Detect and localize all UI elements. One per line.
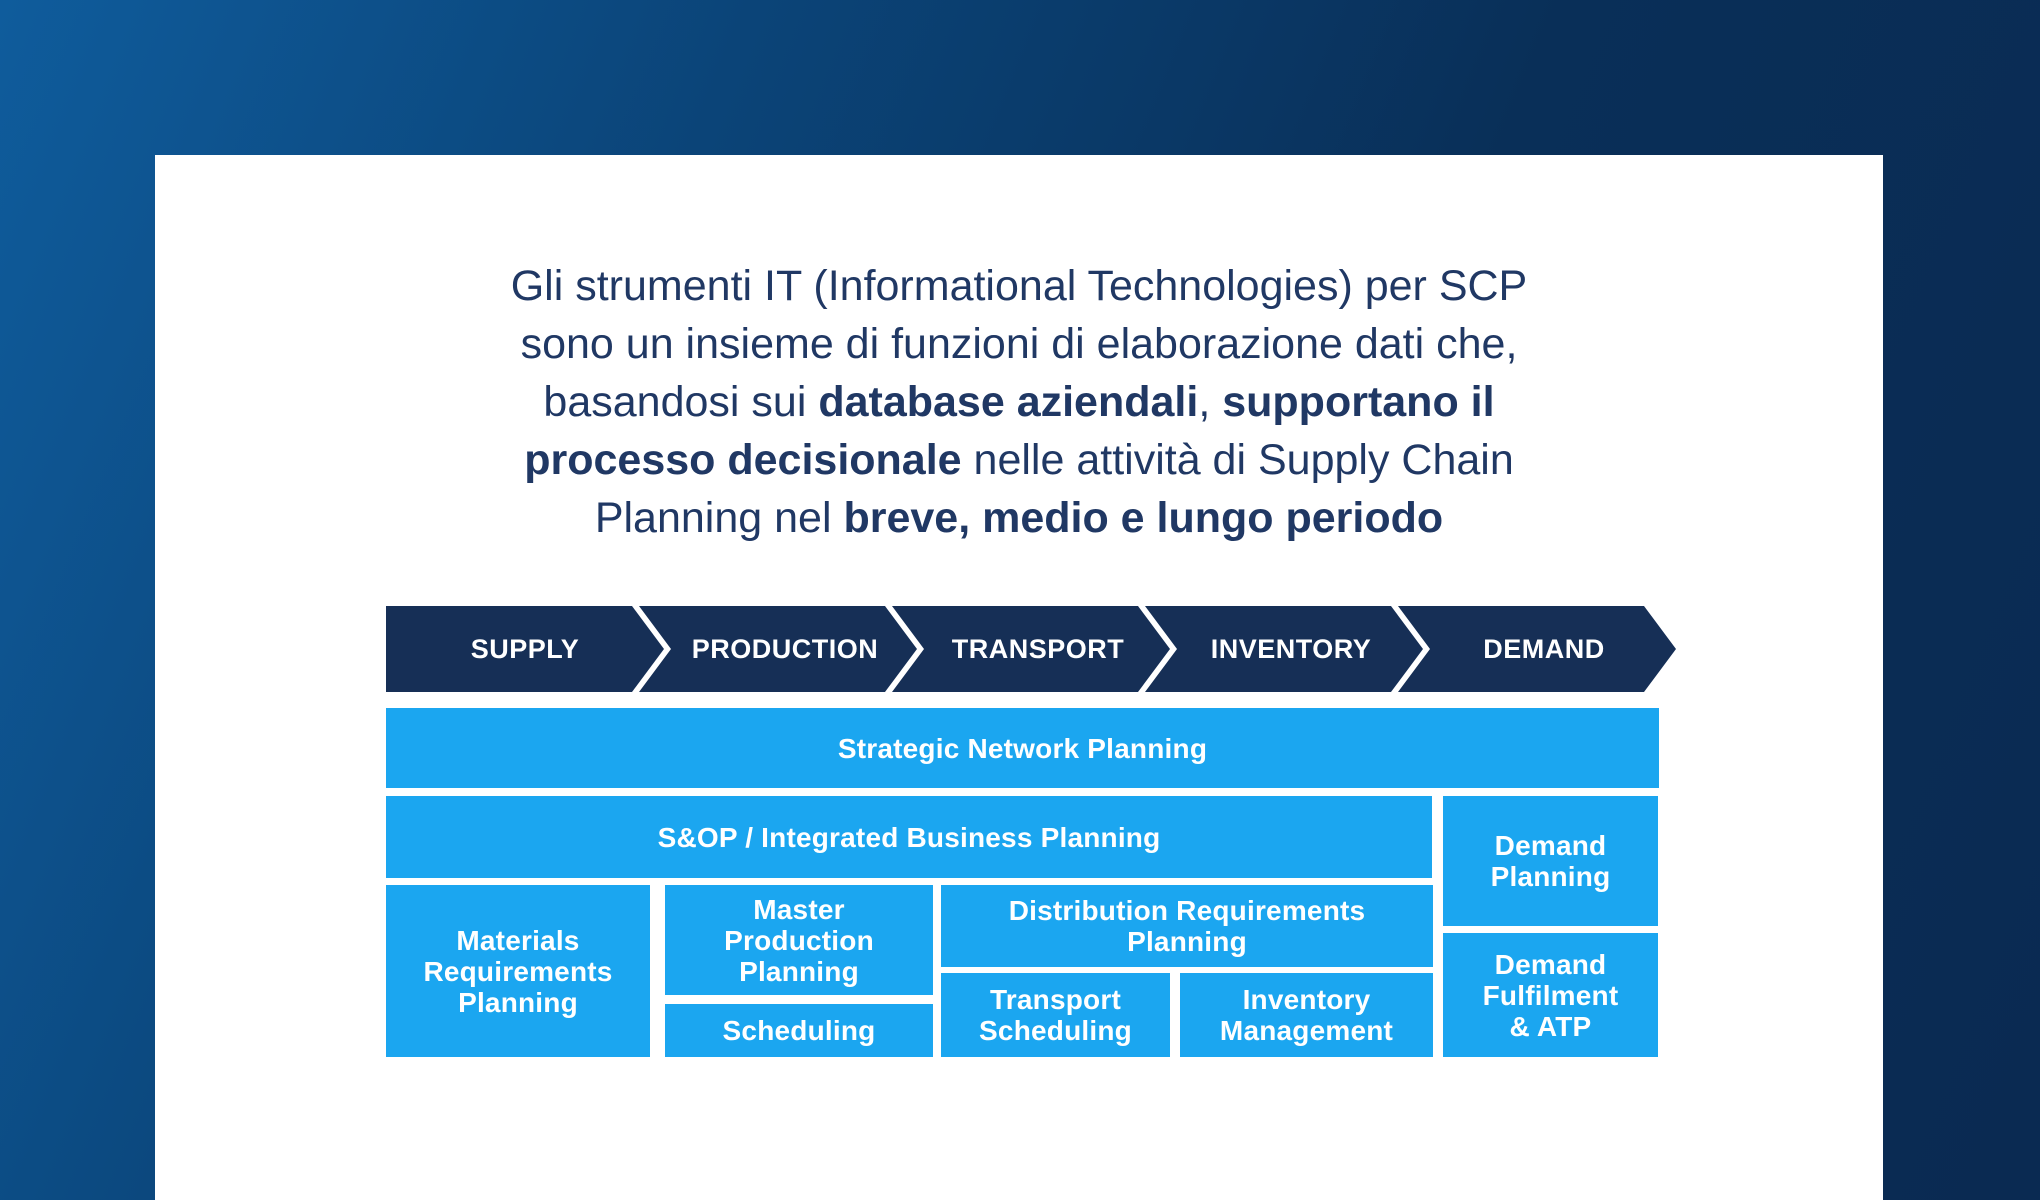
title-text-segment: sono un insieme di funzioni di elaborazi… — [520, 320, 1518, 368]
title-line-4: processo decisionale nelle attività di S… — [265, 431, 1773, 489]
chevron-production: PRODUCTION — [639, 606, 917, 692]
title-line-1: Gli strumenti IT (Informational Technolo… — [265, 257, 1773, 315]
box-inventory-management: Inventory Management — [1180, 973, 1433, 1057]
title-text-segment: , — [1198, 378, 1223, 426]
title-text-segment: Gli strumenti IT (Informational Technolo… — [510, 262, 1528, 310]
title-text-segment-bold: supportano il — [1222, 378, 1495, 426]
slide-title: Gli strumenti IT (Informational Technolo… — [265, 257, 1773, 547]
box-strategic-network-planning: Strategic Network Planning — [386, 708, 1659, 788]
scp-process-flow: SUPPLY PRODUCTION TRANSPORT INVENTORY DE… — [386, 606, 1676, 692]
title-line-2: sono un insieme di funzioni di elaborazi… — [265, 315, 1773, 373]
box-scheduling: Scheduling — [665, 1004, 933, 1057]
box-transport-scheduling: Transport Scheduling — [941, 973, 1170, 1057]
title-line-3: basandosi sui database aziendali, suppor… — [265, 373, 1773, 431]
box-sop-integrated-business-planning: S&OP / Integrated Business Planning — [386, 796, 1432, 878]
box-distribution-requirements-planning: Distribution Requirements Planning — [941, 885, 1433, 967]
title-text-segment: Planning nel — [594, 494, 844, 542]
box-demand-fulfilment-atp: Demand Fulfilment & ATP — [1443, 933, 1658, 1057]
title-line-5: Planning nel breve, medio e lungo period… — [265, 489, 1773, 547]
slide-card: Gli strumenti IT (Informational Technolo… — [155, 155, 1883, 1200]
title-text-segment-bold: processo decisionale — [524, 436, 962, 484]
title-text-segment-bold: breve, medio e lungo periodo — [843, 494, 1444, 542]
box-master-production-planning: Master Production Planning — [665, 885, 933, 995]
box-demand-planning: Demand Planning — [1443, 796, 1658, 926]
title-text-segment: nelle attività di Supply Chain — [961, 436, 1514, 484]
chevron-inventory: INVENTORY — [1145, 606, 1423, 692]
title-text-segment-bold: database aziendali — [818, 378, 1199, 426]
title-text-segment: basandosi sui — [543, 378, 819, 426]
box-materials-requirements-planning: Materials Requirements Planning — [386, 885, 650, 1057]
chevron-transport: TRANSPORT — [892, 606, 1170, 692]
chevron-supply: SUPPLY — [386, 606, 664, 692]
chevron-demand: DEMAND — [1398, 606, 1676, 692]
